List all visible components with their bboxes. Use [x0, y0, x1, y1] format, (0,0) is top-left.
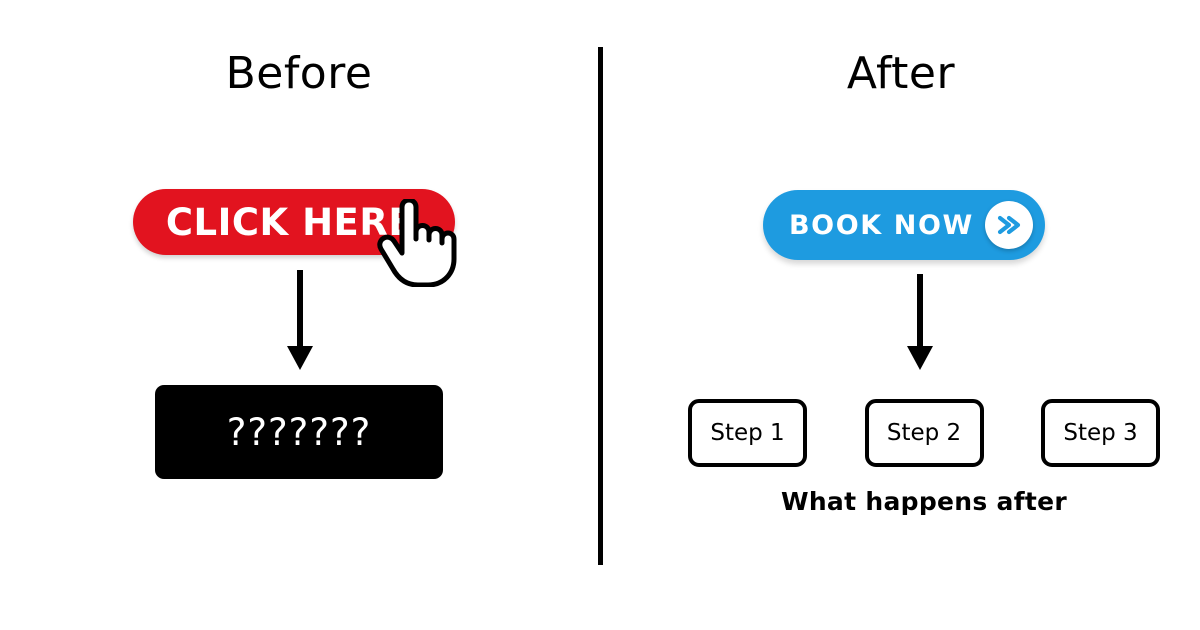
click-here-button[interactable]: CLICK HERE — [133, 189, 455, 255]
step-box-2-label: Step 2 — [886, 420, 962, 446]
steps-row: Step 1 Step 2 Step 3 — [688, 399, 1160, 467]
step-box-2[interactable]: Step 2 — [864, 399, 984, 467]
unknown-outcome-box: ??????? — [155, 385, 443, 479]
book-now-button[interactable]: BOOK NOW — [763, 190, 1045, 260]
step-box-3-label: Step 3 — [1063, 420, 1138, 446]
step-box-3[interactable]: Step 3 — [1041, 399, 1160, 467]
book-now-button-label: BOOK NOW — [789, 209, 974, 241]
step-box-1-label: Step 1 — [710, 420, 785, 446]
down-arrow-icon-after — [907, 274, 933, 370]
before-panel-title: Before — [225, 48, 373, 99]
book-now-button-group: BOOK NOW — [763, 190, 1045, 260]
panel-divider — [598, 47, 603, 565]
after-caption: What happens after — [780, 487, 1068, 516]
click-here-button-group: CLICK HERE — [133, 189, 457, 287]
unknown-outcome-text: ??????? — [226, 410, 372, 454]
double-chevron-right-icon — [997, 215, 1021, 235]
click-here-button-label: CLICK HERE — [165, 200, 415, 244]
down-arrow-icon-before — [287, 270, 313, 370]
book-now-chevron-badge — [985, 201, 1033, 249]
after-panel-title: After — [846, 48, 956, 99]
step-box-1[interactable]: Step 1 — [688, 399, 807, 467]
